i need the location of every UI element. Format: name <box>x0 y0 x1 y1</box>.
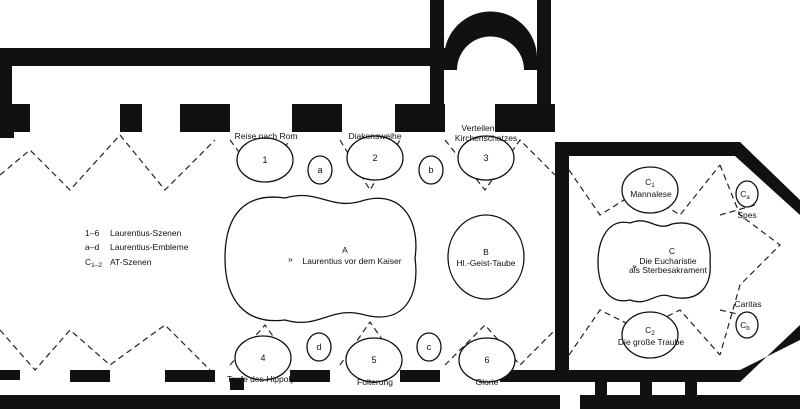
legend: 1–6 Laurentius-Szenen a–d Laurentius-Emb… <box>85 228 189 269</box>
svg-text:5: 5 <box>371 355 376 365</box>
center-A: » A Laurentius vor dem Kaiser <box>224 194 417 324</box>
scene-3-label-1: Verteilen des <box>461 123 510 133</box>
north-wall <box>0 0 555 138</box>
B-letter: B <box>483 247 489 257</box>
at-scene-c2: C2 Die große Traube <box>618 311 684 359</box>
virtue-ca: Ca Spes <box>735 180 759 220</box>
legend-text-1: Laurentius-Szenen <box>110 228 182 238</box>
B-title: Hl.-Geist-Taube <box>456 258 515 268</box>
scene-4: 4 Taufe des Hippolyt <box>227 335 298 384</box>
at-scene-c1: C1 Mannalese <box>621 166 679 214</box>
svg-text:3: 3 <box>483 153 488 163</box>
scene-4-label: Taufe des Hippolyt <box>227 374 298 384</box>
svg-text:C2: C2 <box>645 325 655 337</box>
scene-2-label: Diakonsweihe <box>349 131 402 141</box>
svg-text:1: 1 <box>262 155 267 165</box>
c2-title: Die große Traube <box>618 337 684 347</box>
scene-3-label-2: Kirchenschatzes <box>455 133 517 143</box>
virtue-cb: Cb Caritas <box>735 299 762 339</box>
C-line-2: als Sterbesakrament <box>629 265 708 275</box>
scene-3: 3 Verteilen des Kirchenschatzes <box>455 123 517 181</box>
legend-text-3: AT-Szenen <box>110 257 152 267</box>
emblem-a: a <box>307 155 333 185</box>
A-letter: A <box>342 245 348 255</box>
scene-6: 6 Glorie <box>458 337 516 387</box>
scene-5: 5 Folterung <box>345 337 403 387</box>
C-letter: C <box>669 246 675 256</box>
svg-text:6: 6 <box>484 355 489 365</box>
emblem-d: d <box>306 332 332 362</box>
c1-title: Mannalese <box>630 189 672 199</box>
center-B: B Hl.-Geist-Taube <box>447 214 525 300</box>
svg-text:4: 4 <box>260 353 265 363</box>
legend-key-1: 1–6 <box>85 228 99 238</box>
svg-text:Cb: Cb <box>740 320 750 332</box>
scene-6-label: Glorie <box>476 377 499 387</box>
scene-5-label: Folterung <box>357 377 393 387</box>
legend-key-3: C1–2 <box>85 257 102 269</box>
svg-text:2: 2 <box>372 153 377 163</box>
svg-text:C1: C1 <box>645 177 655 189</box>
legend-text-2: Laurentius-Embleme <box>110 242 189 252</box>
svg-text:c: c <box>427 342 432 352</box>
C-marker: » <box>632 261 637 271</box>
south-wall <box>0 370 560 409</box>
emblem-b: b <box>418 155 444 185</box>
scene-1-label: Reise nach Rom <box>235 131 298 141</box>
C-line-1: Die Eucharistie <box>639 256 696 266</box>
svg-text:Ca: Ca <box>740 189 750 201</box>
emblem-c: c <box>416 332 442 362</box>
choir-walls <box>555 142 800 409</box>
svg-text:b: b <box>428 165 433 175</box>
legend-key-2: a–d <box>85 242 99 252</box>
svg-text:a: a <box>317 165 322 175</box>
ca-title: Spes <box>737 210 756 220</box>
A-marker: » <box>288 254 293 264</box>
scene-1: 1 Reise nach Rom <box>235 131 298 183</box>
scene-2: 2 Diakonsweihe <box>346 131 404 181</box>
svg-text:d: d <box>316 342 321 352</box>
A-title: Laurentius vor dem Kaiser <box>302 256 401 266</box>
cb-title: Caritas <box>735 299 762 309</box>
center-C: » C Die Eucharistie als Sterbesakrament <box>597 220 711 303</box>
